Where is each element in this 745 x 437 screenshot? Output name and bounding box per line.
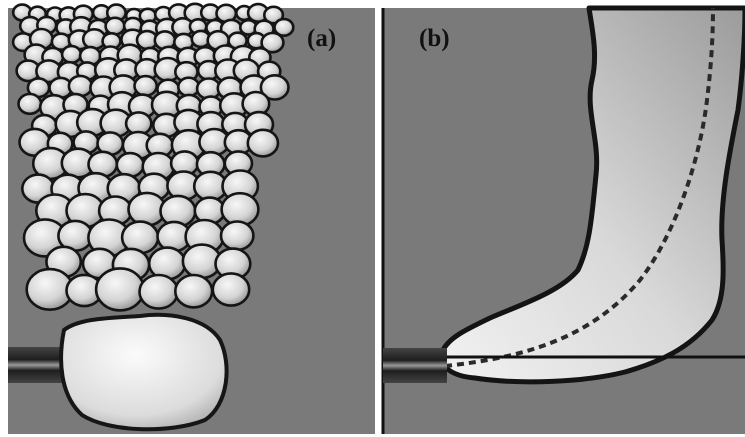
bubble <box>62 46 81 63</box>
bubble <box>140 275 178 309</box>
bubble <box>135 76 157 96</box>
bubble <box>106 18 125 35</box>
bubble-swarm <box>13 4 293 311</box>
panel-a: (a) <box>8 4 375 434</box>
panel-b: (b) <box>383 8 745 434</box>
bubble <box>96 268 144 310</box>
bubble <box>19 94 42 114</box>
bubble <box>213 273 249 305</box>
panel-b-needle <box>383 348 447 383</box>
large-bubble <box>61 315 227 429</box>
panel-a-label: (a) <box>307 25 336 52</box>
bubble <box>221 222 253 250</box>
bubble <box>69 76 92 96</box>
panel-b-label: (b) <box>419 25 450 52</box>
bubble <box>248 130 278 157</box>
bubble <box>175 275 212 307</box>
